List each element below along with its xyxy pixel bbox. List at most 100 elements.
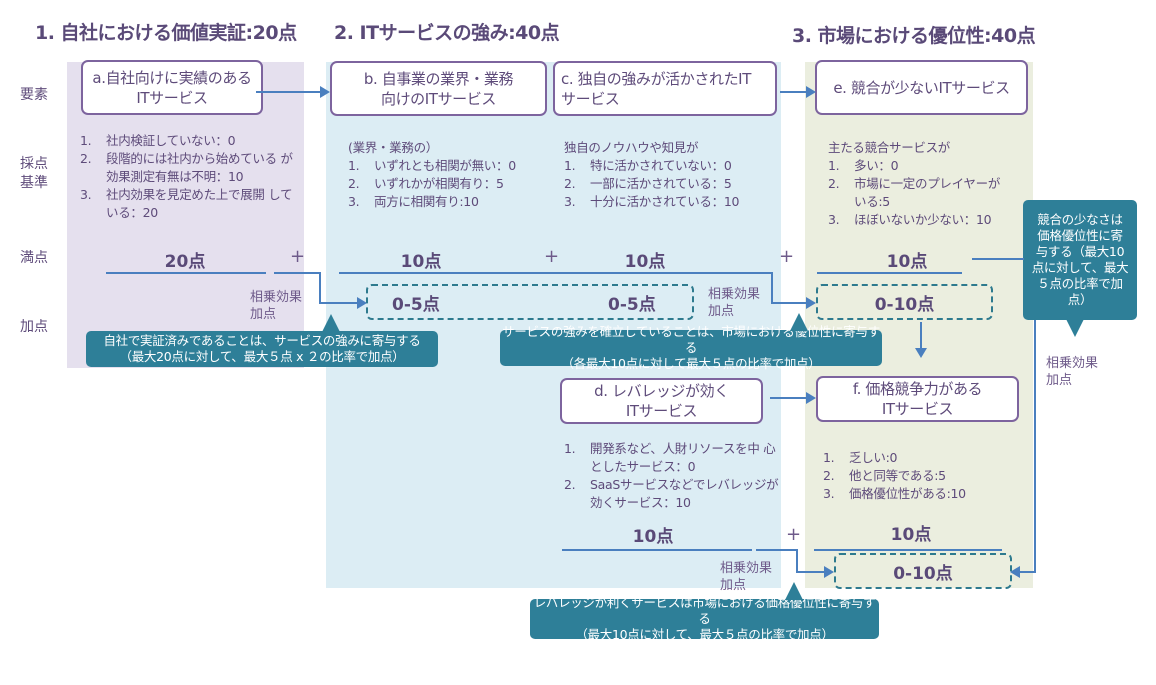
arrow-c-to-e-head [806,86,816,98]
connector-a-vline [319,272,321,304]
criteria-b-intro: (業界・業務の） [348,140,438,155]
criteria-f-item: 3.価格優位性がある:10 [823,486,966,501]
element-b-label: b. 自事業の業界・業務 向けのITサービス [363,69,514,108]
bonus-c: 0-5点 [608,294,656,315]
plus-operator: + [290,246,306,267]
section-2-panel [326,62,781,588]
callout-competition: 競合の少なさは 価格優位性に寄 与する（最大10 点に対して、最大 ５点の比率で… [1023,200,1137,320]
element-c-box[interactable]: c. 独自の強みが活かされたIT サービス [553,61,777,116]
max-score-f: 10点 [890,525,932,545]
max-score-b: 10点 [400,252,442,272]
criteria-e: 主たる競合サービスが 1.多い：0 2.市場に一定のプレイヤーが いる:5 3.… [828,139,1013,229]
element-c-label: c. 独自の強みが活かされたIT サービス [561,69,751,108]
criteria-c-item: 3.十分に活かされている：10 [564,194,740,209]
connector-e-right-vline [1034,320,1036,573]
bonus-b: 0-5点 [392,294,440,315]
arrow-a-to-b-head [320,86,330,98]
criteria-a: 1.社内検証していない：0 2.段階的には社内から始めている が効果測定有無は不… [80,132,295,222]
element-e-box[interactable]: e. 競合が少ないITサービス [815,60,1028,115]
connector-d-line [756,549,798,551]
element-b-box[interactable]: b. 自事業の業界・業務 向けのITサービス [330,61,547,116]
criteria-f-item: 1.乏しい:0 [823,450,898,465]
criteria-c-intro: 独自のノウハウや知見が [564,140,699,155]
max-score-a: 20点 [164,252,206,272]
row-label-max-score: 満点 [20,250,48,266]
connector-e-right-line [972,258,1024,260]
connector-e-down-line [920,322,922,348]
criteria-e-intro: 主たる競合サービスが [828,140,951,155]
arrow-c-to-e-line [780,91,807,93]
element-f-label: f. 価格競争力がある ITサービス [852,380,983,418]
criteria-a-item: 1.社内検証していない：0 [80,133,236,148]
connector-d-arrow [824,566,834,578]
connector-a-line [274,272,320,274]
criteria-f-item: 2.他と同等である:5 [823,468,946,483]
callout-strength: サービスの強みを確立していることは、市場における優位性に寄与する （各最大10点… [500,324,882,371]
max-score-c: 10点 [624,252,666,272]
score-line-bc [339,272,772,274]
synergy-label-bc: 相乗効果 加点 [708,287,761,319]
max-score-e: 10点 [886,252,928,272]
plus-operator: + [786,524,802,545]
connector-bc-line [771,302,807,304]
bonus-e: 0-10点 [874,294,935,315]
connector-e-right-arrow [1010,566,1020,578]
arrow-a-to-b-line [256,91,320,93]
criteria-e-item: 3.ほぼいないか少ない：10 [828,212,992,227]
criteria-f: 1.乏しい:0 2.他と同等である:5 3.価格優位性がある:10 [823,449,1013,503]
arrow-d-to-f-head [806,392,816,404]
element-d-label: d. レバレッジが効く ITサービス [594,382,729,420]
row-label-criteria: 採点 基準 [20,156,48,191]
criteria-d: 1.開発系など、人財リソースを中 心としたサービス：0 2.SaaSサービスなど… [564,440,779,512]
criteria-b-item: 2.いずれかが相関有り：5 [348,176,504,191]
connector-d-line2 [796,571,824,573]
criteria-e-item: 2.市場に一定のプレイヤーが いる:5 [828,176,1001,209]
arrow-d-to-f-line [770,397,807,399]
element-a-box[interactable]: a.自社向けに実績のある ITサービス [81,60,263,115]
element-e-label: e. 競合が少ないITサービス [833,78,1010,97]
synergy-label-e: 相乗効果 加点 [1046,356,1099,388]
criteria-a-item: 2.段階的には社内から始めている が効果測定有無は不明：10 [80,151,293,184]
criteria-d-item: 2.SaaSサービスなどでレバレッジが 効くサービス：10 [564,477,779,510]
element-a-label: a.自社向けに実績のある ITサービス [92,68,252,107]
score-line-d [562,549,752,551]
element-d-box[interactable]: d. レバレッジが効く ITサービス [560,378,763,424]
score-line-e [817,272,962,274]
bonus-box-e: 0-10点 [816,284,993,320]
criteria-a-item: 3.社内効果を見定めた上で展開 している：20 [80,187,293,220]
criteria-b: (業界・業務の） 1.いずれとも相関が無い：0 2.いずれかが相関有り：5 3.… [348,139,548,211]
criteria-c-item: 2.一部に活かされている：5 [564,176,732,191]
row-label-bonus: 加点 [20,319,48,335]
connector-d-vline [796,549,798,573]
criteria-b-item: 3.両方に相関有り:10 [348,194,479,209]
connector-bc-vline [771,272,773,304]
criteria-e-item: 1.多い：0 [828,158,899,173]
bonus-box-f: 0-10点 [834,553,1012,589]
row-label-elements: 要素 [20,87,48,103]
max-score-d: 10点 [632,527,674,547]
synergy-label-d: 相乗効果 加点 [720,561,773,593]
section-3-panel [805,62,1033,588]
bonus-box-bc: 0-5点 0-5点 [366,284,694,320]
bonus-f: 0-10点 [893,563,953,584]
criteria-c: 独自のノウハウや知見が 1.特に活かされていない：0 2.一部に活かされている：… [564,139,774,211]
element-f-box[interactable]: f. 価格競争力がある ITサービス [816,376,1019,422]
connector-a-arrow [357,297,367,309]
criteria-b-item: 1.いずれとも相関が無い：0 [348,158,516,173]
section-3-title: 3. 市場における優位性:40点 [792,25,1036,47]
callout-self-proof-pointer [322,314,340,332]
plus-operator: + [779,246,795,267]
criteria-d-item: 1.開発系など、人財リソースを中 心としたサービス：0 [564,441,776,474]
connector-bc-arrow [806,297,816,309]
connector-a-line2 [319,302,357,304]
plus-operator: + [544,246,560,267]
callout-self-proof: 自社で実証済みであることは、サービスの強みに寄与する （最大20点に対して、最大… [86,331,438,367]
connector-e-right-line2 [1020,571,1036,573]
callout-competition-pointer [1066,319,1084,337]
section-1-title: 1. 自社における価値実証:20点 [35,22,297,44]
callout-strength-pointer [790,313,808,331]
section-2-title: 2. ITサービスの強み:40点 [334,22,560,44]
score-line-a [106,272,266,274]
synergy-label-a: 相乗効果 加点 [250,290,303,322]
score-line-f [814,549,1002,551]
